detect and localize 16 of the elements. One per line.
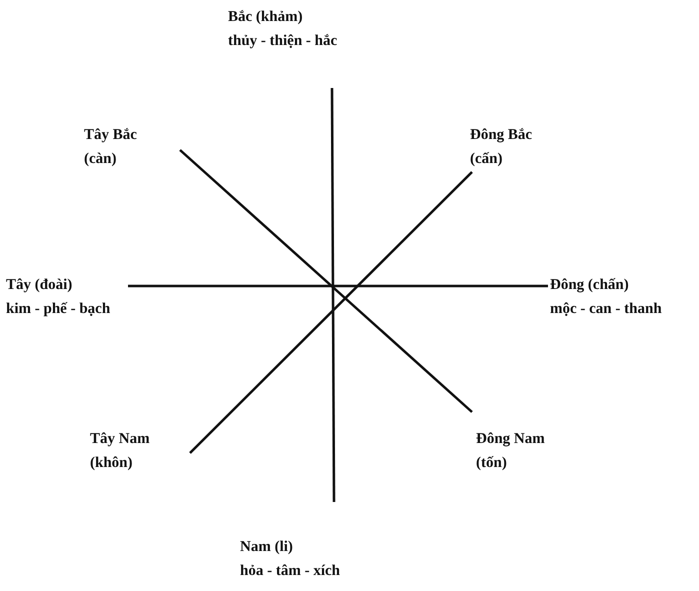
direction-label: Bắc (khảm) xyxy=(228,8,303,26)
direction-label: (càn) xyxy=(84,150,116,168)
direction-label: (tốn) xyxy=(476,454,507,472)
direction-label: kim - phế - bạch xyxy=(6,300,110,318)
direction-label: mộc - can - thanh xyxy=(550,300,662,318)
direction-label: Nam (li) xyxy=(240,538,293,556)
direction-label: Đông Nam xyxy=(476,430,545,448)
direction-label: hỏa - tâm - xích xyxy=(240,562,340,580)
direction-label: Tây Nam xyxy=(90,430,150,448)
direction-label: Tây Bắc xyxy=(84,126,137,144)
direction-label: thủy - thiện - hắc xyxy=(228,32,338,50)
direction-label: (khôn) xyxy=(90,454,133,472)
direction-label: Đông (chấn) xyxy=(550,276,629,294)
direction-label: Tây (đoài) xyxy=(6,276,72,294)
direction-label: Đông Bắc xyxy=(470,126,532,144)
direction-label: (cấn) xyxy=(470,150,502,168)
